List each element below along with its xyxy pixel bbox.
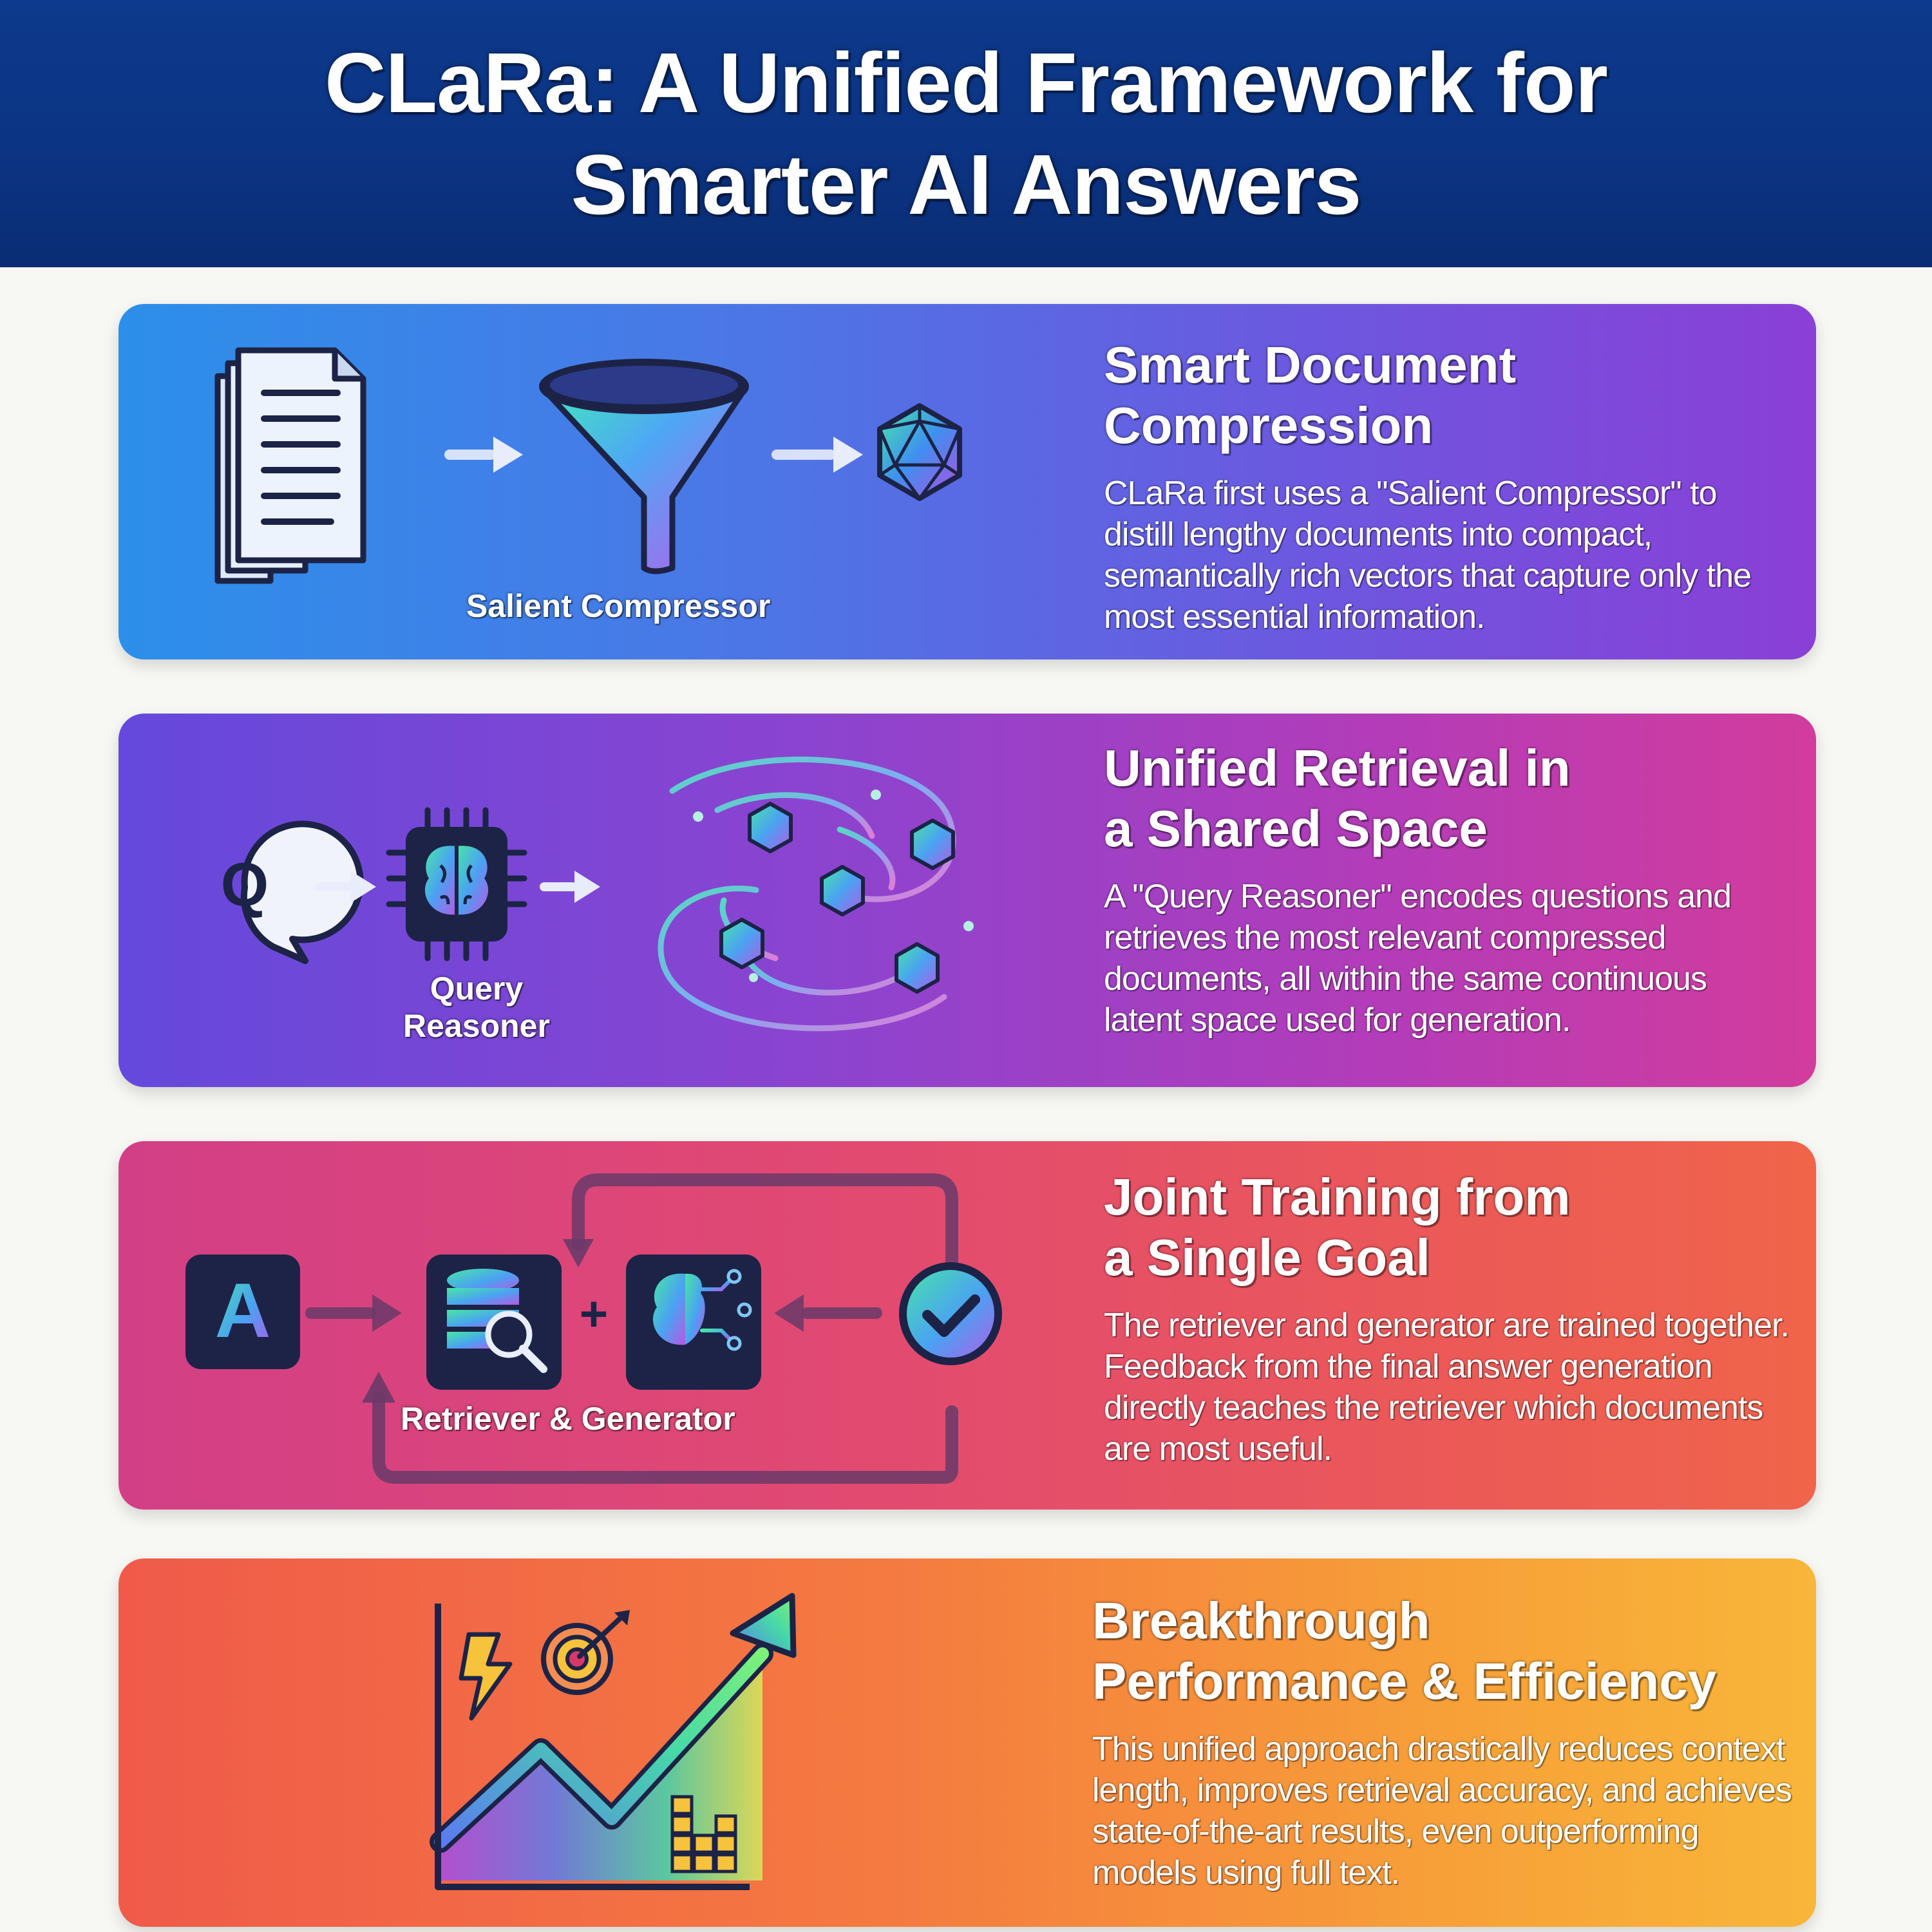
panel-1-title: Smart Document Compression	[1104, 335, 1793, 456]
panel-4-title-line-1: Breakthrough	[1092, 1592, 1430, 1649]
panel-unified-retrieval: Q	[118, 714, 1816, 1087]
panel-3-title-line-2: a Single Goal	[1104, 1229, 1430, 1286]
panel-3-title-line-1: Joint Training from	[1104, 1168, 1571, 1226]
answer-icon: A	[185, 1255, 300, 1369]
brain-chip-icon	[386, 807, 527, 961]
panel-2-title-line-1: Unified Retrieval in	[1104, 739, 1571, 797]
crystal-vector-icon	[877, 403, 962, 501]
panel-4-text: Breakthrough Performance & Efficiency Th…	[1092, 1591, 1801, 1893]
panel-performance: Breakthrough Performance & Efficiency Th…	[118, 1558, 1816, 1927]
header-banner: CLaRa: A Unified Framework for Smarter A…	[0, 0, 1932, 267]
funnel-icon	[539, 359, 749, 574]
panel-3-title: Joint Training from a Single Goal	[1104, 1167, 1793, 1288]
arrow-right-icon	[772, 437, 863, 473]
lightning-icon	[459, 1632, 513, 1721]
target-icon	[541, 1610, 630, 1695]
arrow-right-icon	[316, 871, 376, 903]
query-reasoner-label: Query Reasoner	[374, 970, 580, 1045]
question-bubble-icon: Q	[221, 820, 364, 964]
q-letter: Q	[221, 850, 269, 919]
arrow-right-icon	[305, 1294, 402, 1332]
latent-space-swirl-icon	[658, 756, 974, 1032]
a-letter: A	[215, 1267, 271, 1354]
panel-1-text: Smart Document Compression CLaRa first u…	[1104, 335, 1793, 638]
retriever-generator-label: Retriever & Generator	[401, 1401, 735, 1437]
joint-training-visual: A +	[185, 1173, 1002, 1484]
panel-3-text: Joint Training from a Single Goal The re…	[1104, 1167, 1793, 1470]
bar-chart-icon	[670, 1795, 737, 1873]
panel-1-title-line-2: Compression	[1104, 397, 1434, 454]
check-circle-icon	[899, 1262, 1002, 1365]
panel-4-title-line-2: Performance & Efficiency	[1092, 1653, 1717, 1710]
page-title-line-1: CLaRa: A Unified Framework for	[325, 35, 1608, 130]
panel-document-compression: Salient Compressor Smart Document Compre…	[118, 304, 1816, 659]
feedback-arrowhead-down	[563, 1239, 594, 1267]
feedback-loop-arrow-icon	[372, 1173, 958, 1484]
panel-1-title-line-1: Smart Document	[1104, 336, 1517, 393]
panel-2-title-line-2: a Shared Space	[1104, 800, 1488, 857]
panel-4-title: Breakthrough Performance & Efficiency	[1092, 1591, 1801, 1712]
retrieval-visual: Q	[221, 756, 974, 1032]
panel-1-body: CLaRa first uses a "Salient Compressor" …	[1104, 475, 1752, 636]
arrow-left-icon	[774, 1294, 882, 1332]
panel-2-title: Unified Retrieval in a Shared Space	[1104, 738, 1793, 859]
database-search-icon	[426, 1255, 562, 1390]
compression-visual	[214, 347, 962, 584]
document-stack-icon	[214, 347, 366, 584]
performance-visual	[430, 1593, 797, 1890]
query-reasoner-label-line-1: Query	[430, 971, 524, 1007]
brain-circuit-icon	[626, 1255, 761, 1390]
panel-3-body: The retriever and generator are trained …	[1104, 1307, 1790, 1468]
arrow-right-icon	[444, 437, 523, 473]
arrow-right-icon	[540, 871, 600, 903]
page-title-line-2: Smarter AI Answers	[571, 137, 1362, 232]
panel-4-body: This unified approach drastically reduce…	[1092, 1730, 1792, 1891]
panel-2-body: A "Query Reasoner" encodes questions and…	[1104, 878, 1732, 1039]
query-reasoner-label-line-2: Reasoner	[403, 1008, 550, 1044]
feedback-arrowhead-up	[362, 1372, 395, 1403]
panel-2-text: Unified Retrieval in a Shared Space A "Q…	[1104, 738, 1793, 1041]
panel-joint-training: A +	[118, 1141, 1816, 1510]
plus-sign: +	[580, 1287, 608, 1341]
salient-compressor-label: Salient Compressor	[466, 588, 771, 624]
